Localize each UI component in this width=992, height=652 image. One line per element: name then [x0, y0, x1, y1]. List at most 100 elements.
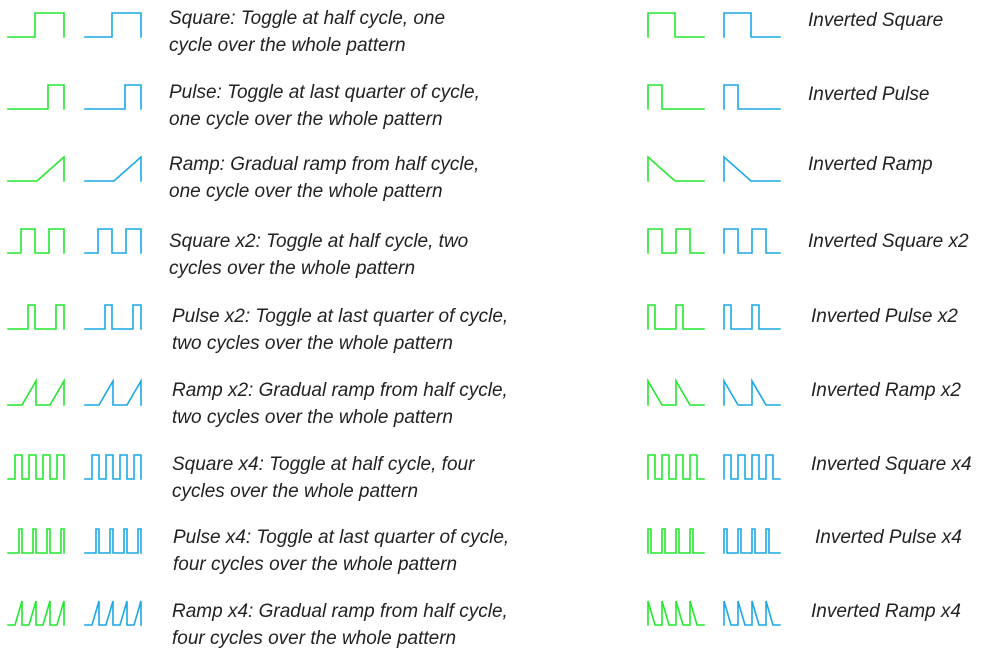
inverted-pulse-x2-label: Inverted Pulse x2	[811, 303, 958, 330]
waveform-line	[647, 228, 705, 254]
ramp-x4-icon-green	[7, 600, 65, 626]
ramp-icon-blue	[84, 155, 142, 182]
inverted-square-x2-icon-green	[647, 228, 705, 254]
description-line: Inverted Square x4	[811, 454, 972, 475]
description-line: Inverted Square	[808, 10, 944, 31]
square-x2-icon-blue	[84, 228, 142, 254]
waveform-line	[7, 600, 65, 626]
waveform-line	[723, 454, 781, 480]
inverted-pulse-x2-icon-green	[647, 304, 705, 330]
description-line: Square x2: Toggle at half cycle, two	[169, 231, 469, 252]
square-x4-icon-green	[7, 454, 65, 480]
ramp-x2-icon-green	[7, 378, 65, 406]
waveform-line	[7, 84, 65, 110]
waveform-line	[84, 600, 142, 626]
pulse-x4-icon-green	[7, 528, 65, 554]
inverted-pulse-x4-label: Inverted Pulse x4	[815, 524, 962, 551]
square-x2-description: Square x2: Toggle at half cycle, two cyc…	[169, 228, 468, 282]
waveform-line	[723, 228, 781, 254]
waveform-line	[723, 12, 781, 38]
waveform-line	[84, 304, 142, 330]
description-line: Inverted Pulse x4	[815, 527, 962, 548]
inverted-ramp-label: Inverted Ramp	[808, 151, 933, 178]
ramp-x2-icon-blue	[84, 378, 142, 406]
waveform-line	[723, 84, 781, 110]
waveform-line	[84, 228, 142, 254]
waveform-line	[723, 600, 781, 626]
description-line: four cycles over the whole pattern	[173, 554, 458, 575]
ramp-description: Ramp: Gradual ramp from half cycle, one …	[169, 151, 479, 205]
description-line: one cycle over the whole pattern	[169, 181, 443, 202]
description-line: Inverted Ramp x2	[811, 380, 961, 401]
description-line: cycles over the whole pattern	[169, 258, 416, 279]
pulse-x2-icon-blue	[84, 304, 142, 330]
inverted-ramp-x4-label: Inverted Ramp x4	[811, 598, 961, 625]
waveform-line	[84, 84, 142, 110]
pulse-x4-icon-blue	[84, 528, 142, 554]
square-icon-blue	[84, 12, 142, 38]
waveform-line	[647, 378, 705, 406]
inverted-ramp-x2-label: Inverted Ramp x2	[811, 377, 961, 404]
inverted-square-label: Inverted Square	[808, 7, 943, 34]
inverted-square-x4-icon-blue	[723, 454, 781, 480]
inverted-pulse-label: Inverted Pulse	[808, 81, 929, 108]
inverted-ramp-x2-icon-blue	[723, 378, 781, 406]
description-line: cycle over the whole pattern	[169, 35, 406, 56]
description-line: Pulse x2: Toggle at last quarter of cycl…	[172, 306, 509, 327]
description-line: Inverted Pulse	[808, 84, 930, 105]
description-line: Ramp x4: Gradual ramp from half cycle,	[172, 601, 508, 622]
waveform-line	[84, 12, 142, 38]
description-line: Inverted Pulse x2	[811, 306, 958, 327]
waveform-line	[647, 12, 705, 38]
waveform-line	[7, 528, 65, 554]
pulse-x2-icon-green	[7, 304, 65, 330]
waveform-line	[7, 155, 65, 182]
waveform-line	[7, 228, 65, 254]
waveform-line	[647, 155, 705, 182]
description-line: one cycle over the whole pattern	[169, 109, 443, 130]
description-line: Pulse: Toggle at last quarter of cycle,	[169, 82, 480, 103]
inverted-square-icon-blue	[723, 12, 781, 38]
inverted-pulse-icon-green	[647, 84, 705, 110]
description-line: two cycles over the whole pattern	[172, 407, 453, 428]
waveform-line	[84, 528, 142, 554]
waveform-line	[647, 304, 705, 330]
square-description: Square: Toggle at half cycle, one cycle …	[169, 5, 445, 59]
waveform-line	[723, 304, 781, 330]
description-line: Square x4: Toggle at half cycle, four	[172, 454, 475, 475]
square-icon-green	[7, 12, 65, 38]
waveform-line	[647, 600, 705, 626]
inverted-square-x4-label: Inverted Square x4	[811, 451, 972, 478]
description-line: Pulse x4: Toggle at last quarter of cycl…	[173, 527, 510, 548]
description-line: Inverted Ramp x4	[811, 601, 961, 622]
waveform-line	[647, 528, 705, 554]
waveform-line	[7, 12, 65, 38]
description-line: Inverted Ramp	[808, 154, 933, 175]
inverted-pulse-x4-icon-blue	[723, 528, 781, 554]
inverted-square-x2-icon-blue	[723, 228, 781, 254]
inverted-ramp-x4-icon-green	[647, 600, 705, 626]
waveform-line	[7, 378, 65, 406]
ramp-x4-icon-blue	[84, 600, 142, 626]
description-line: Ramp: Gradual ramp from half cycle,	[169, 154, 480, 175]
pulse-icon-green	[7, 84, 65, 110]
pulse-description: Pulse: Toggle at last quarter of cycle, …	[169, 79, 480, 133]
inverted-square-icon-green	[647, 12, 705, 38]
waveform-line	[647, 454, 705, 480]
inverted-pulse-x2-icon-blue	[723, 304, 781, 330]
pulse-icon-blue	[84, 84, 142, 110]
pulse-x2-description: Pulse x2: Toggle at last quarter of cycl…	[172, 303, 508, 357]
waveform-line	[7, 304, 65, 330]
pulse-x4-description: Pulse x4: Toggle at last quarter of cycl…	[173, 524, 509, 578]
ramp-x4-description: Ramp x4: Gradual ramp from half cycle, f…	[172, 598, 508, 652]
waveform-line	[723, 155, 781, 182]
description-line: Square: Toggle at half cycle, one	[169, 8, 446, 29]
description-line: Inverted Square x2	[808, 231, 969, 252]
waveform-line	[84, 378, 142, 406]
waveform-line	[723, 378, 781, 406]
inverted-square-x2-label: Inverted Square x2	[808, 228, 969, 255]
square-x2-icon-green	[7, 228, 65, 254]
inverted-square-x4-icon-green	[647, 454, 705, 480]
square-x4-icon-blue	[84, 454, 142, 480]
